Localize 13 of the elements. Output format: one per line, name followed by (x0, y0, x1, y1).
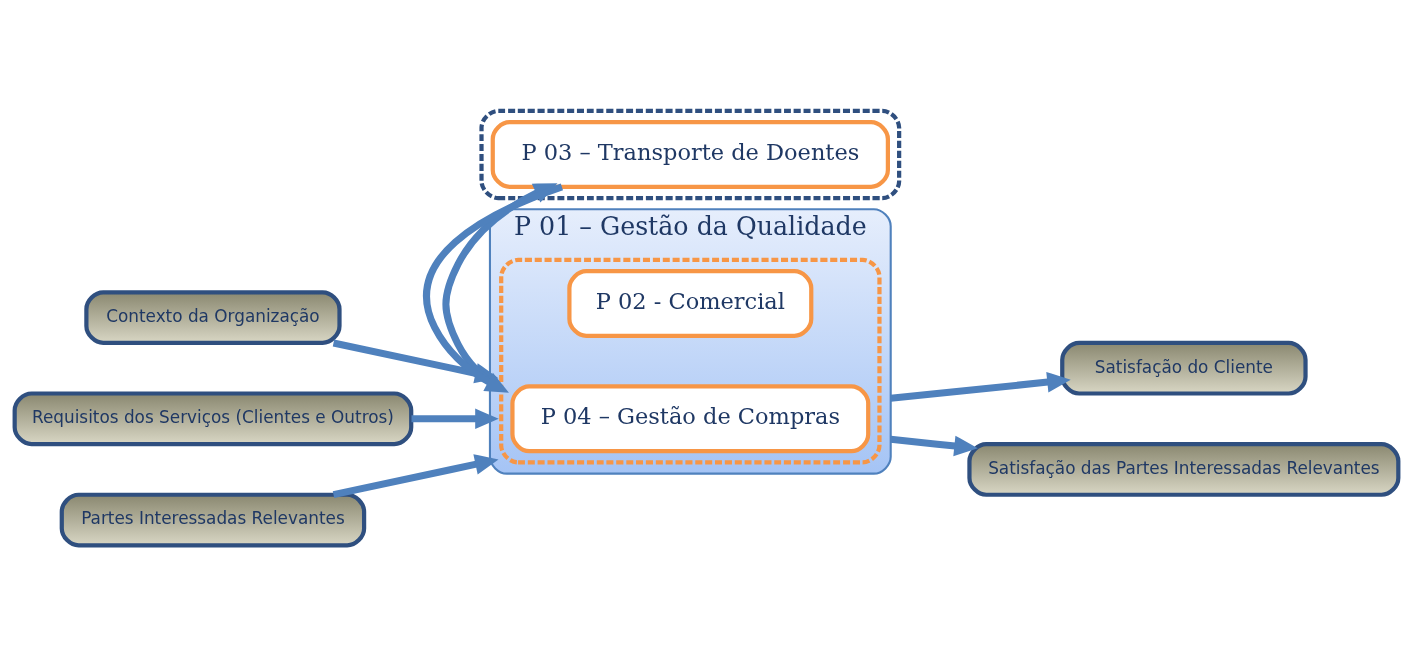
arrow (332, 454, 499, 499)
node-box: Requisitos dos Serviços (Clientes e Outros) (12, 391, 414, 447)
node-box: Partes Interessadas Relevantes (59, 492, 367, 548)
node-box: Satisfação das Partes Interessadas Relevantes (967, 442, 1401, 497)
cluster (499, 257, 882, 465)
arrow (411, 408, 499, 430)
node-box: P 02 - Comercial (567, 269, 814, 338)
arrow (890, 435, 978, 457)
node-box: Contexto da Organização (84, 290, 342, 345)
node-box: Satisfação do Cliente (1060, 340, 1308, 396)
arrow (890, 371, 1071, 402)
node-box: P 03 – Transporte de Doentes (490, 120, 890, 189)
node-box: P 04 – Gestão de Compras (510, 384, 871, 454)
